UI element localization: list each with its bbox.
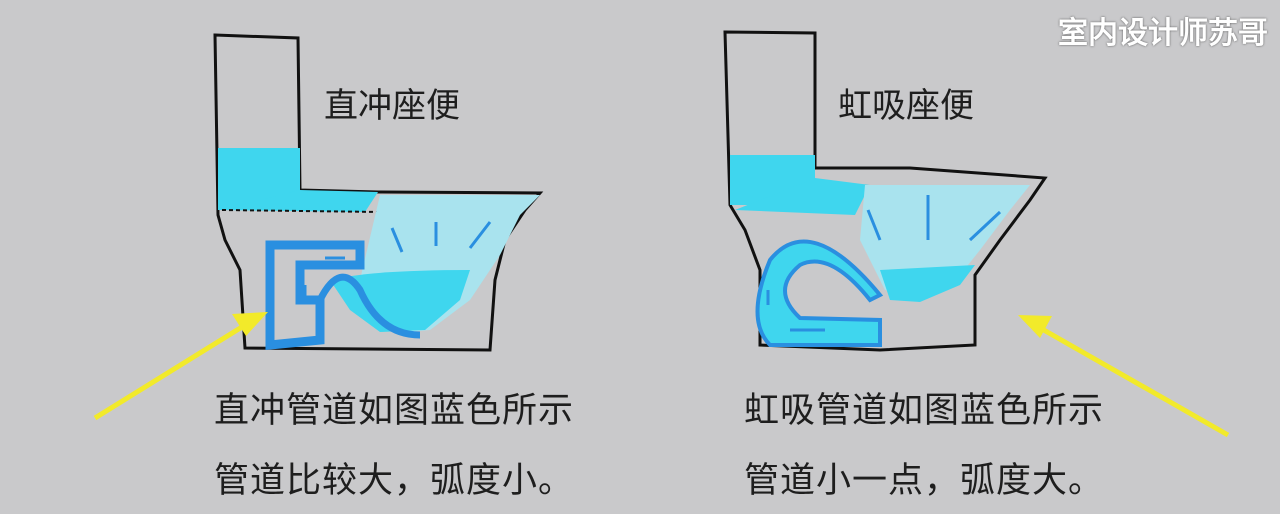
watermark: 室内设计师苏哥: [1058, 16, 1268, 51]
siphon-caption-1: 虹吸管道如图蓝色所示: [744, 391, 1105, 431]
direct-flush-toilet: [213, 33, 544, 352]
flow-arrows-right: [766, 195, 1002, 332]
pointer-arrow-left: [93, 312, 268, 421]
flow-arrows-left: [303, 221, 492, 300]
siphon-caption-2: 管道小一点，弧度大。: [744, 461, 1105, 501]
siphon-toilet: [723, 30, 1048, 352]
siphon-title: 虹吸座便: [838, 86, 974, 126]
pointer-arrow-right: [1018, 315, 1230, 438]
direct-flush-title: 直冲座便: [324, 86, 460, 126]
direct-flush-caption-1: 直冲管道如图蓝色所示: [214, 391, 575, 431]
direct-flush-caption-2: 管道比较大，弧度小。: [214, 461, 575, 501]
